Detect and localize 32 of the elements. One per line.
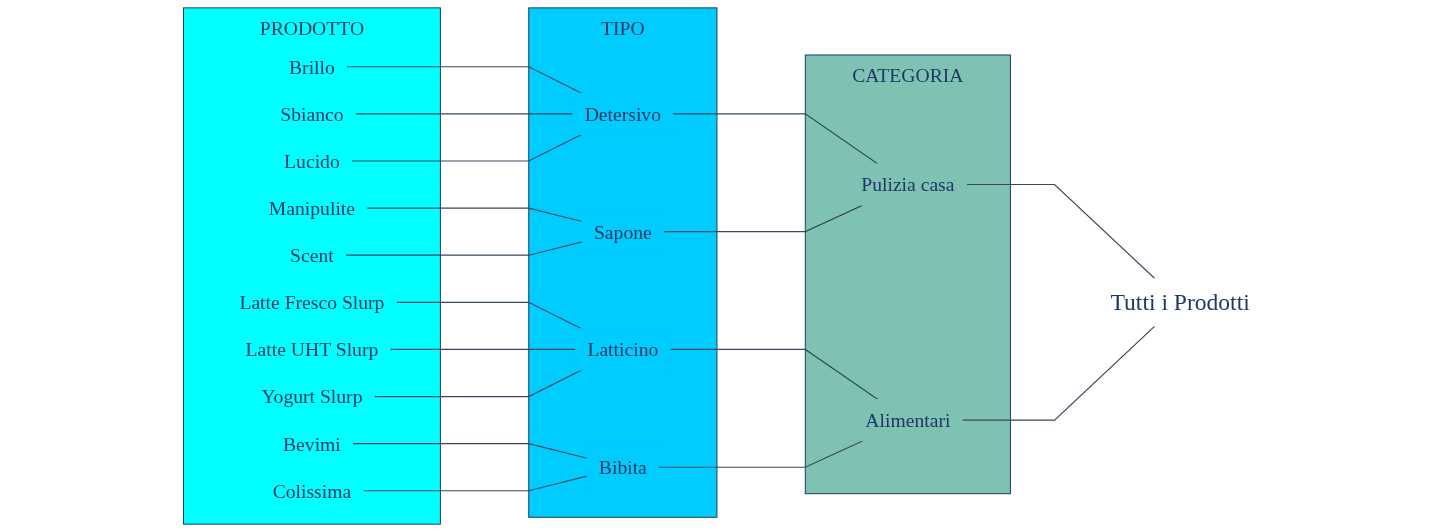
node-text: Bevimi	[283, 432, 341, 455]
node-text: Manipulite	[268, 197, 355, 219]
node-text: Scent	[290, 244, 334, 266]
node-text: Sbianco	[280, 103, 344, 125]
connector	[346, 66, 583, 94]
connector	[658, 440, 864, 468]
node-text: Latte UHT Slurp	[245, 338, 379, 361]
connector	[395, 301, 583, 330]
node-text: Lucido	[284, 150, 340, 172]
connector	[366, 207, 583, 223]
connector	[354, 113, 574, 115]
node-text: Latte Fresco Slurp	[239, 291, 385, 314]
node-text: Colissima	[272, 479, 352, 502]
connector	[669, 348, 879, 401]
node-text: Latticino	[587, 338, 659, 361]
connector	[362, 475, 588, 492]
connector	[672, 113, 879, 165]
node-text: Alimentari	[865, 409, 951, 431]
node-text: Tutti i Prodotti	[1110, 289, 1250, 316]
connector	[350, 133, 583, 162]
connector	[965, 183, 1156, 280]
node-text: Detersivo	[584, 103, 662, 125]
node-text: Brillo	[289, 55, 335, 78]
connector	[352, 443, 588, 459]
connector	[389, 348, 577, 350]
node-text: Sapone	[593, 220, 652, 243]
node-text: Pulizia casa	[861, 173, 955, 196]
connector	[662, 204, 864, 233]
connector	[344, 241, 583, 256]
connector	[961, 325, 1156, 421]
node-text: Yogurt Slurp	[261, 385, 363, 408]
node-text: Bibita	[598, 456, 647, 479]
